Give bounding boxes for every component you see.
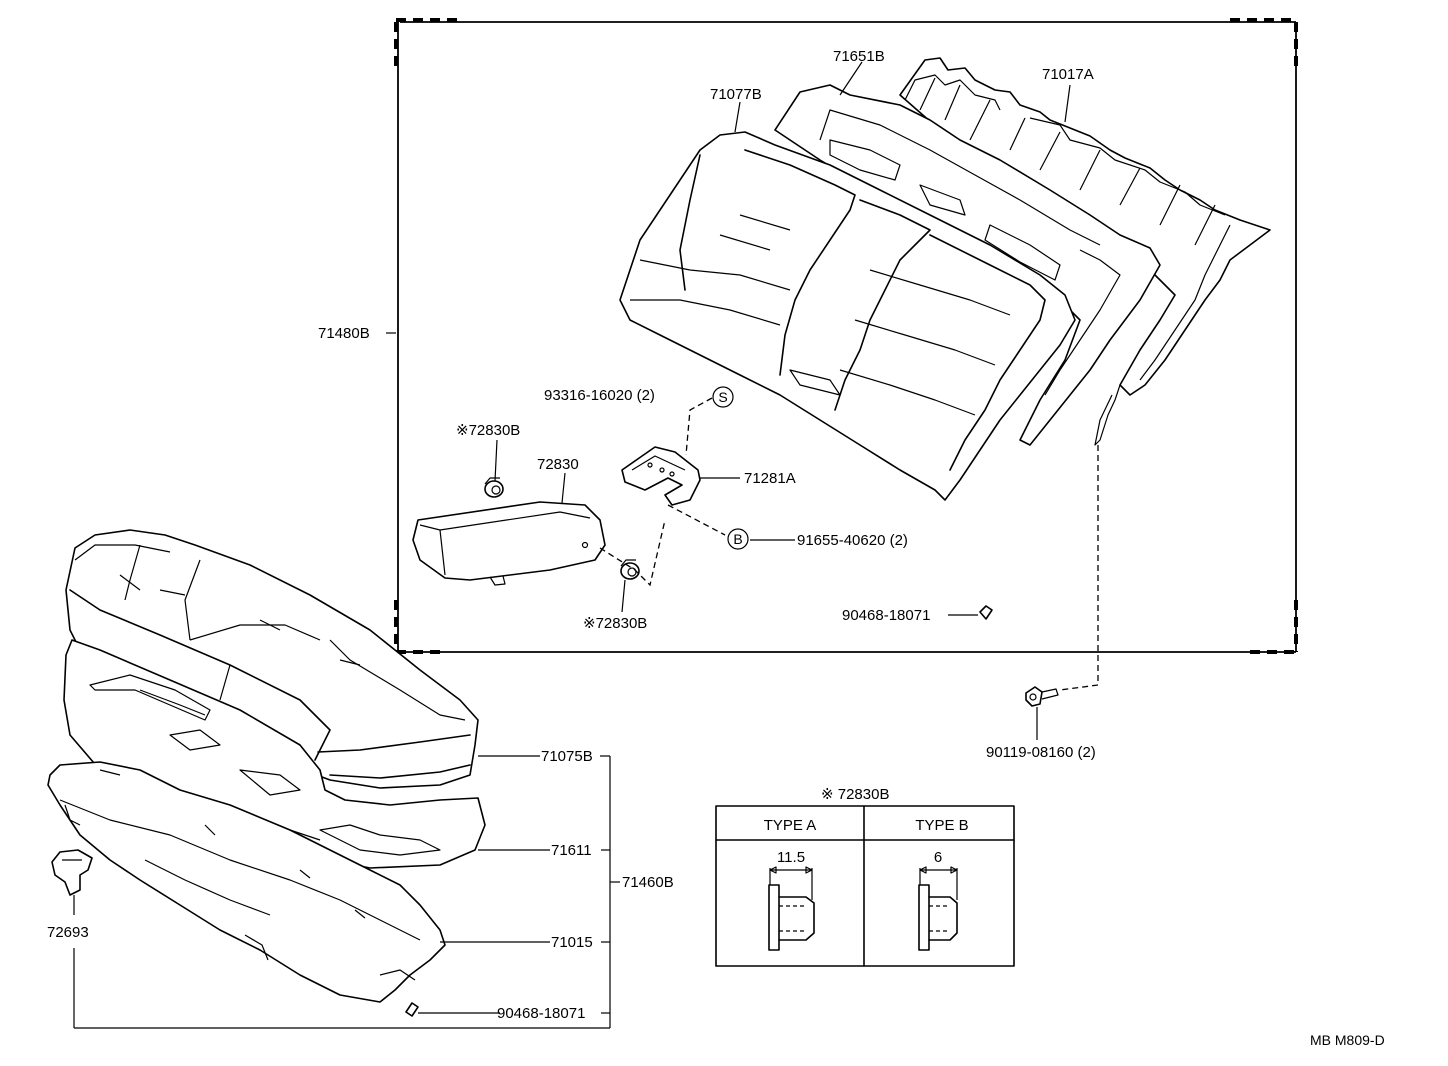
type-b-header: TYPE B [915,817,968,834]
marker-b-text: B [733,531,742,547]
label-71077b: 71077B [710,86,762,103]
label-71611: 71611 [551,842,592,859]
label-93316-16020: 93316-16020 (2) [544,387,655,404]
armrest-drawing [412,501,606,586]
label-71017a: 71017A [1042,66,1094,83]
label-91655-40620: 91655-40620 (2) [797,532,908,549]
type-b-drawing: 6 [918,849,958,951]
label-72693: 72693 [47,924,89,941]
label-72830: 72830 [537,456,579,473]
seat-cushion-cover-drawing [65,529,479,789]
part-labels: 71651B 71017A 71077B 71480B 93316-16020 … [47,48,1385,1048]
label-71281a: 71281A [744,470,796,487]
type-a-dimension: 11.5 [777,849,805,866]
label-71015: 71015 [551,934,593,951]
seat-cushion-frame-drawing [47,761,446,1003]
type-a-drawing: 11.5 [768,849,815,951]
seat-back-frame-drawing [899,57,1271,446]
type-b-dimension: 6 [934,849,942,866]
reference-code: MB M809-D [1310,1032,1385,1048]
marker-s-text: S [718,389,727,405]
label-90468-18071-bottom: 90468-18071 [497,1005,585,1022]
leader-lines [73,61,1071,1029]
label-71480b: 71480B [318,325,370,342]
label-72830b-bottom: ※72830B [583,615,647,632]
label-90468-18071-top: 90468-18071 [842,607,930,624]
bolt-drawing [1025,686,1059,707]
stopper-top-drawing [484,477,504,498]
clip-bottom-drawing [405,1002,419,1017]
type-table-title: ※ 72830B [821,786,889,803]
label-71075b: 71075B [541,748,593,765]
seat-back-cover-drawing [619,131,1076,501]
bracket-drawing [621,446,701,506]
marker-b: B [727,528,749,550]
label-71651b: 71651B [833,48,885,65]
type-a-header: TYPE A [764,817,817,834]
label-71460b: 71460B [622,874,674,891]
stopper-bottom-drawing [620,559,640,580]
assembly-dashed-lines [599,397,1099,691]
hook-drawing [51,849,93,896]
seat-back-assembly-frame [394,18,1298,654]
stopper-type-table: ※ 72830B TYPE A TYPE B 11.5 6 [715,786,1015,967]
marker-s: S [712,386,734,408]
label-72830b-top: ※72830B [456,422,520,439]
clip-top-drawing [979,605,993,620]
label-90119-08160: 90119-08160 (2) [986,744,1096,761]
